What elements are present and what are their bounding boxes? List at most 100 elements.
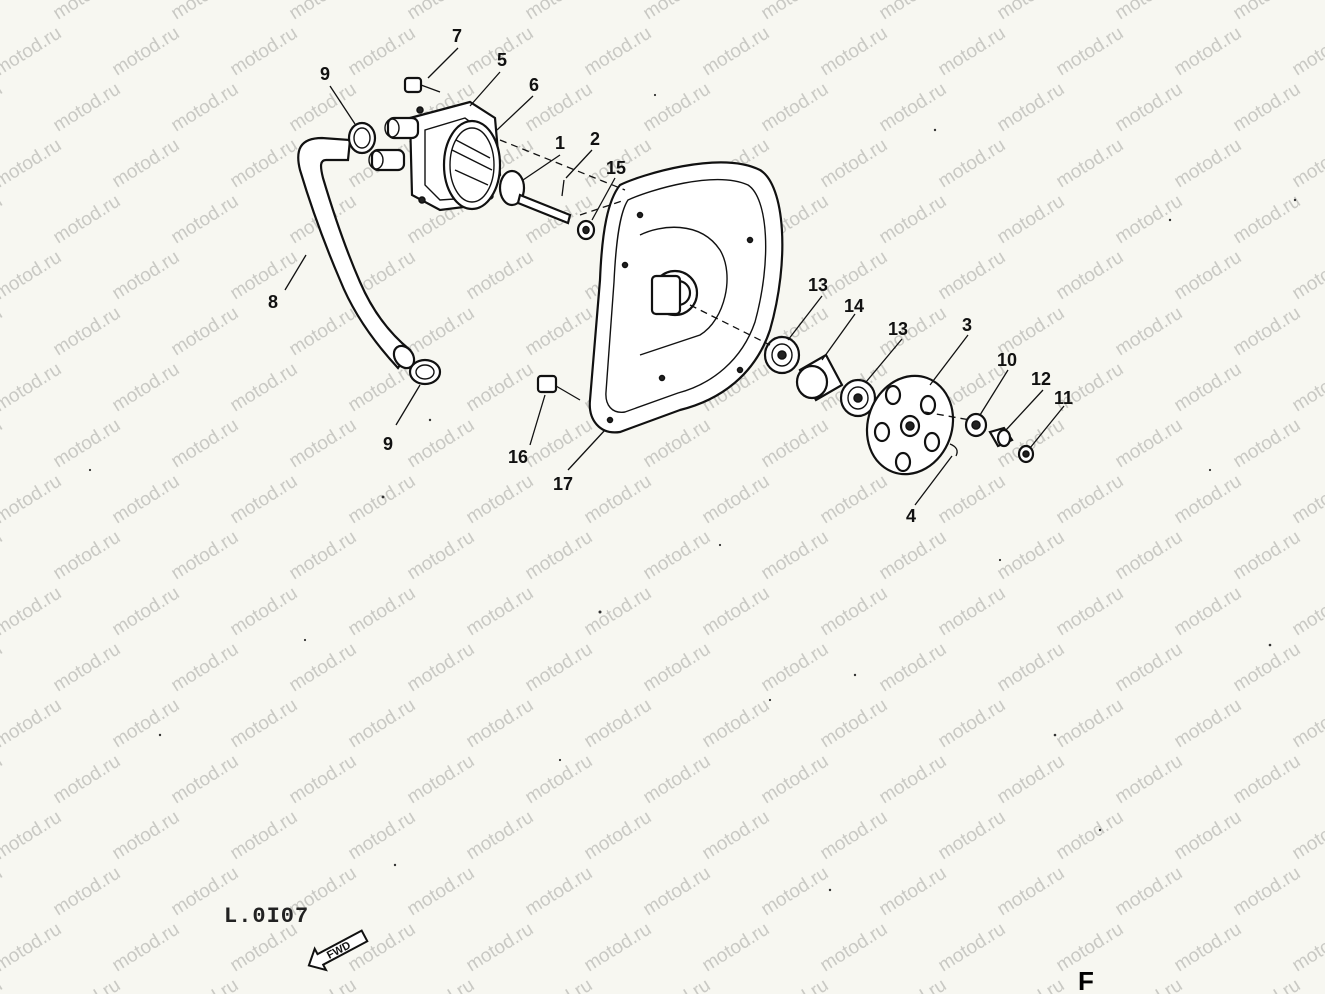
watermark-text: motod.ru [109, 919, 184, 977]
callout-9-lower: 9 [383, 434, 393, 454]
scan-speckles [88, 93, 1297, 892]
impeller-pin [949, 443, 958, 457]
watermark-text: motod.ru [345, 471, 420, 529]
watermark-text: motod.ru [758, 863, 833, 921]
watermark-text: motod.ru [109, 23, 184, 81]
watermark-text: motod.ru [1289, 471, 1325, 529]
watermark-text: motod.ru [876, 639, 951, 697]
watermark-text: motod.ru [935, 247, 1010, 305]
watermark-text: motod.ru [1112, 303, 1187, 361]
watermark-text: motod.ru [463, 919, 538, 977]
watermark-text: motod.ru [1171, 695, 1246, 753]
watermark-text: motod.ru [227, 23, 302, 81]
watermark-text: motod.ru [994, 975, 1069, 994]
watermark-text: motod.ru [817, 583, 892, 641]
watermark-text: motod.ru [522, 0, 597, 24]
watermark-text: motod.ru [1289, 23, 1325, 81]
watermark-text: motod.ru [1289, 359, 1325, 417]
reference-code: L.0I07 [224, 904, 309, 929]
assembly-axes [499, 139, 971, 421]
watermark-text: motod.ru [817, 135, 892, 193]
watermark-text: motod.ru [640, 863, 715, 921]
watermark-text: motod.ru [994, 639, 1069, 697]
watermark-text: motod.ru [345, 23, 420, 81]
watermark-text: motod.ru [227, 247, 302, 305]
watermark-text: motod.ru [0, 583, 65, 641]
watermark-text: motod.ru [0, 303, 6, 361]
watermark-text: motod.ru [168, 191, 243, 249]
watermark-text: motod.ru [699, 807, 774, 865]
watermark-text: motod.ru [935, 807, 1010, 865]
watermark-text: motod.ru [463, 359, 538, 417]
watermark-text: motod.ru [109, 247, 184, 305]
watermark-text: motod.ru [699, 583, 774, 641]
watermark-text: motod.ru [640, 79, 715, 137]
watermark-text: motod.ru [758, 751, 833, 809]
watermark-text: motod.ru [522, 863, 597, 921]
watermark-text: motod.ru [522, 303, 597, 361]
watermark-text: motod.ru [699, 919, 774, 977]
watermark-text: motod.ru [581, 471, 656, 529]
watermark-text: motod.ru [640, 415, 715, 473]
watermark-text: motod.ru [581, 583, 656, 641]
watermark-text: motod.ru [1053, 471, 1128, 529]
watermark-text: motod.ru [168, 0, 243, 24]
watermark-text: motod.ru [1230, 527, 1305, 585]
leader-lines [284, 47, 1065, 506]
callout-3: 3 [962, 315, 972, 335]
watermark-text: motod.ru [404, 751, 479, 809]
nut [988, 426, 1014, 448]
watermark-text: motod.ru [286, 0, 361, 24]
watermark-text: motod.ru [935, 471, 1010, 529]
watermark-text: motod.ru [345, 695, 420, 753]
callout-7: 7 [452, 26, 462, 46]
watermark-text: motod.ru [1289, 247, 1325, 305]
watermark-text: motod.ru [1171, 919, 1246, 977]
watermark-text: motod.ru [0, 0, 6, 24]
watermark-text: motod.ru [1289, 919, 1325, 977]
watermark-text: motod.ru [109, 583, 184, 641]
watermark-text: motod.ru [935, 135, 1010, 193]
watermark-text: motod.ru [404, 863, 479, 921]
watermark-text: motod.ru [168, 639, 243, 697]
hose-clamp-lower [408, 358, 442, 386]
watermark-text: motod.ru [50, 303, 125, 361]
watermark-text: motod.ru [109, 471, 184, 529]
hose-clamp-upper [347, 121, 377, 155]
watermark-text: motod.ru [286, 639, 361, 697]
watermark-text: motod.ru [522, 751, 597, 809]
housing-bolt [403, 76, 441, 94]
watermark-text: motod.ru [935, 919, 1010, 977]
watermark-text: motod.ru [1289, 135, 1325, 193]
watermark-text: motod.ru [1171, 583, 1246, 641]
watermark-text: motod.ru [994, 751, 1069, 809]
watermark-text: motod.ru [345, 583, 420, 641]
watermark-text: motod.ru [935, 695, 1010, 753]
watermark-text: motod.ru [50, 527, 125, 585]
watermark-text: motod.ru [817, 695, 892, 753]
watermark-text: motod.ru [50, 975, 125, 994]
watermark-text: motod.ru [640, 0, 715, 24]
watermark-text: motod.ru [109, 807, 184, 865]
watermark-text: motod.ru [640, 975, 715, 994]
watermark-text: motod.ru [1112, 415, 1187, 473]
watermark-text: motod.ru [1230, 751, 1305, 809]
watermark-text: motod.ru [404, 639, 479, 697]
callout-labels: 7 5 6 9 1 2 15 8 9 16 17 13 14 13 3 10 1… [268, 26, 1073, 526]
watermark-text: motod.ru [286, 415, 361, 473]
lock-washer [1017, 444, 1035, 464]
watermark-text: motod.ru [699, 695, 774, 753]
washer [964, 412, 988, 438]
watermark-text: motod.ru [227, 583, 302, 641]
watermark-text: motod.ru [817, 807, 892, 865]
watermark-text: motod.ru [581, 695, 656, 753]
watermark-text: motod.ru [0, 863, 6, 921]
cover-bolt [536, 374, 581, 401]
watermark-text: motod.ru [0, 751, 6, 809]
watermark-text: motod.ru [817, 23, 892, 81]
watermark-text: motod.ru [463, 471, 538, 529]
callout-12: 12 [1031, 369, 1051, 389]
watermark-text: motod.ru [463, 583, 538, 641]
watermark-text: motod.ru [463, 247, 538, 305]
